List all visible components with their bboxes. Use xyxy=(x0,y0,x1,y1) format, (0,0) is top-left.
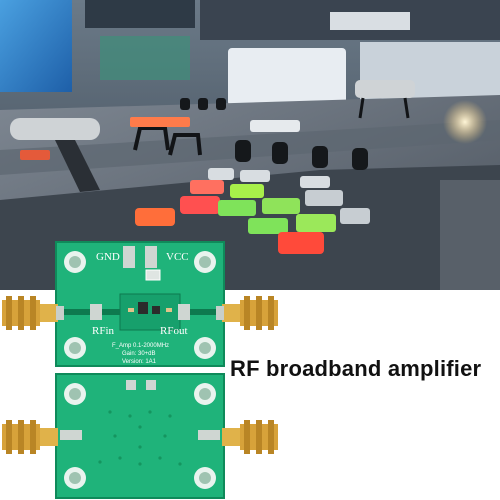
info-line-1: F_Amp 0.1-2000MHz xyxy=(112,343,169,349)
sma-connector-right-icon xyxy=(222,420,278,454)
monitor-center-icon xyxy=(228,48,346,106)
button-grid-icon xyxy=(135,168,370,254)
rfin-label: RFin xyxy=(92,325,115,337)
mounting-hole-icon xyxy=(64,383,216,489)
pcb-bottom-board xyxy=(2,373,278,499)
vcc-label: VCC xyxy=(166,251,189,263)
knob-row-icon xyxy=(180,98,368,170)
sma-connector-left-icon xyxy=(2,420,58,454)
product-caption: RF broadband amplifier xyxy=(230,356,482,381)
pcb-top-board: GND VCC RFin RFout F_Amp 0.1-2000MHz Gai… xyxy=(2,241,278,367)
sma-connector-right-icon xyxy=(216,296,278,330)
control-desk-photo xyxy=(0,0,500,290)
monitor-left-icon xyxy=(0,0,72,92)
gnd-label: GND xyxy=(96,251,120,263)
info-line-3: Version: 1A1 xyxy=(122,359,157,365)
rfout-label: RFout xyxy=(160,325,188,337)
sma-connector-left-icon xyxy=(2,296,64,330)
info-line-2: Gain: 30+dB xyxy=(122,351,156,357)
mounting-hole-icon xyxy=(64,251,216,359)
